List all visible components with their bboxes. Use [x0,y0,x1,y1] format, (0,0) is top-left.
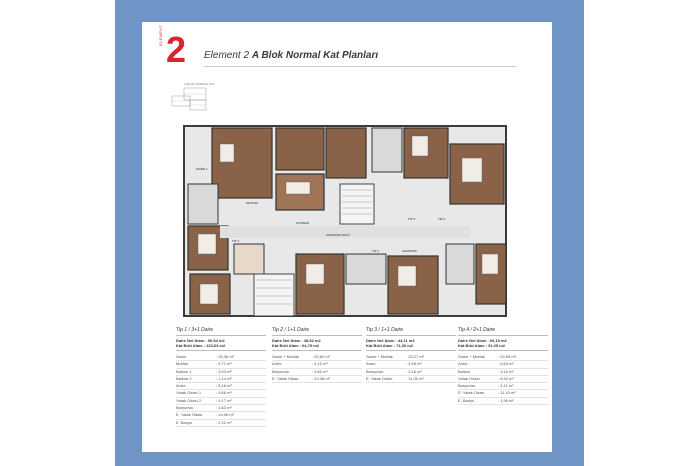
plan-label-aydinlik: AYDINLIK [296,221,309,225]
table-row: Yatak Odası 2: 9,17 m² [176,398,266,406]
page-title: Element 2 A Blok Normal Kat Planları [204,50,378,61]
brochure-sheet: 2 ELEMENT Element 2 A Blok Normal Kat Pl… [142,22,552,452]
plan-label-tip-1: TİP 1 [232,238,239,243]
title-divider [204,66,516,67]
room-salon-1 [211,127,273,199]
table-row: E. Yatak Odası: 11,00 m² [366,376,456,384]
table-row: Balkon 2: 1,14 m² [176,376,266,384]
plan-label-daire-1: DAİRE 1 [196,166,208,171]
net-area: Daire Net Alanı : 44,11 m2 [366,338,415,343]
plan-label-asansor: ASANSÖR [402,249,418,253]
unit-table-tip-2: Tip 2 / 1+1 Daire Daire Net Alanı : 38,9… [272,327,362,384]
title-main: A Blok Normal Kat Planları [251,50,379,61]
net-area: Daire Net Alanı : 38,92 m2 [272,338,321,343]
table-row: Antre: 8,18 m² [176,383,266,391]
logo-vertical-text: ELEMENT [158,25,163,46]
plan-label-tip-2: TİP 2 [372,248,379,253]
table-row: Banyo/wc: 3,16 m² [366,369,456,376]
gross-area: Kat Brüt Alanı : 91,05 m2 [458,343,505,348]
table-row: Salon + Mutfak: 25,27 m² [366,354,456,362]
unit-table-tip-3: Tip 3 / 1+1 Daire Daire Net Alanı : 44,1… [366,327,456,384]
gross-area: Kat Brüt Alanı : 71,36 m2 [366,343,413,348]
table-row: Antre: 4,12 m² [272,361,362,369]
unit-table-tip-4: Tip 4 / 2+1 Daire Daire Net Alanı : 60,1… [458,327,548,406]
table-row: Mutfak: 9,71 m² [176,361,266,369]
table-row: Antre: 4,58 m² [366,361,456,369]
table-heading: Tip 3 / 1+1 Daire [366,327,456,336]
unit-table-tip-1: Tip 1 / 3+1 Daire Daire Net Alanı : 90,5… [176,327,266,427]
element-2-logo: 2 ELEMENT [158,25,194,72]
table-row: Banyo/wc: 3,63 m² [176,405,266,413]
table-row: E. Yatak Odası: 10,38 m² [272,376,362,384]
table-heading: Tip 1 / 3+1 Daire [176,327,266,336]
table-row: Salon + Mutfak: 20,60 m² [272,354,362,362]
plan-label-tip-4: TİP 4 [438,216,445,221]
floor-plan: DAİRE 1 MUTFAK AYDINLIK ASANSÖR HOLÜ TİP… [183,125,507,317]
table-heading: Tip 2 / 1+1 Daire [272,327,362,336]
table-heading: Tip 4 / 2+1 Daire [458,327,548,336]
table-row: Salon + Mutfak: 24,89 m² [458,354,548,362]
title-prefix: Element 2 [204,50,250,61]
logo-number: 2 [166,29,187,70]
table-row: Salon: 26,36 m² [176,354,266,362]
net-area: Daire Net Alanı : 90,54 m2 [176,338,225,343]
gross-area: Kat Brüt Alanı : 64,79 m2 [272,343,319,348]
table-row: Banyo/wc: 4,11 m² [458,383,548,391]
net-area: Daire Net Alanı : 60,15 m2 [458,338,507,343]
table-row: E. Yatak Odası: 14,06 m² [176,412,266,420]
table-row: Balkon 1: 3,03 m² [176,369,266,376]
plan-label-mutfak: MUTFAK [246,201,258,205]
plan-label-asansor-holu: ASANSÖR HOLÜ [326,233,350,237]
table-row: E. Yatak Odası: 11,43 m² [458,390,548,398]
key-plan-caption: A BLOK NORMAL KAT [184,82,215,86]
table-row: E. Banyo: 2,22 m² [176,420,266,427]
room-mutfak [275,127,325,171]
key-plan-thumbnail: A BLOK NORMAL KAT [171,82,215,111]
table-row: Yatak Odası: 8,92 m² [458,376,548,384]
table-row: Balkon: 3,16 m² [458,369,548,376]
table-row: Banyo/wc: 3,62 m² [272,369,362,376]
table-row: E. Banyo: 1,96 m² [458,398,548,406]
plan-label-tip-3: TİP 3 [408,216,415,221]
gross-area: Kat Brüt Alanı : 123,63 m2 [176,343,226,348]
table-row: Yatak Odası 1: 9,66 m² [176,390,266,398]
table-row: Antre: 5,64 m² [458,361,548,369]
